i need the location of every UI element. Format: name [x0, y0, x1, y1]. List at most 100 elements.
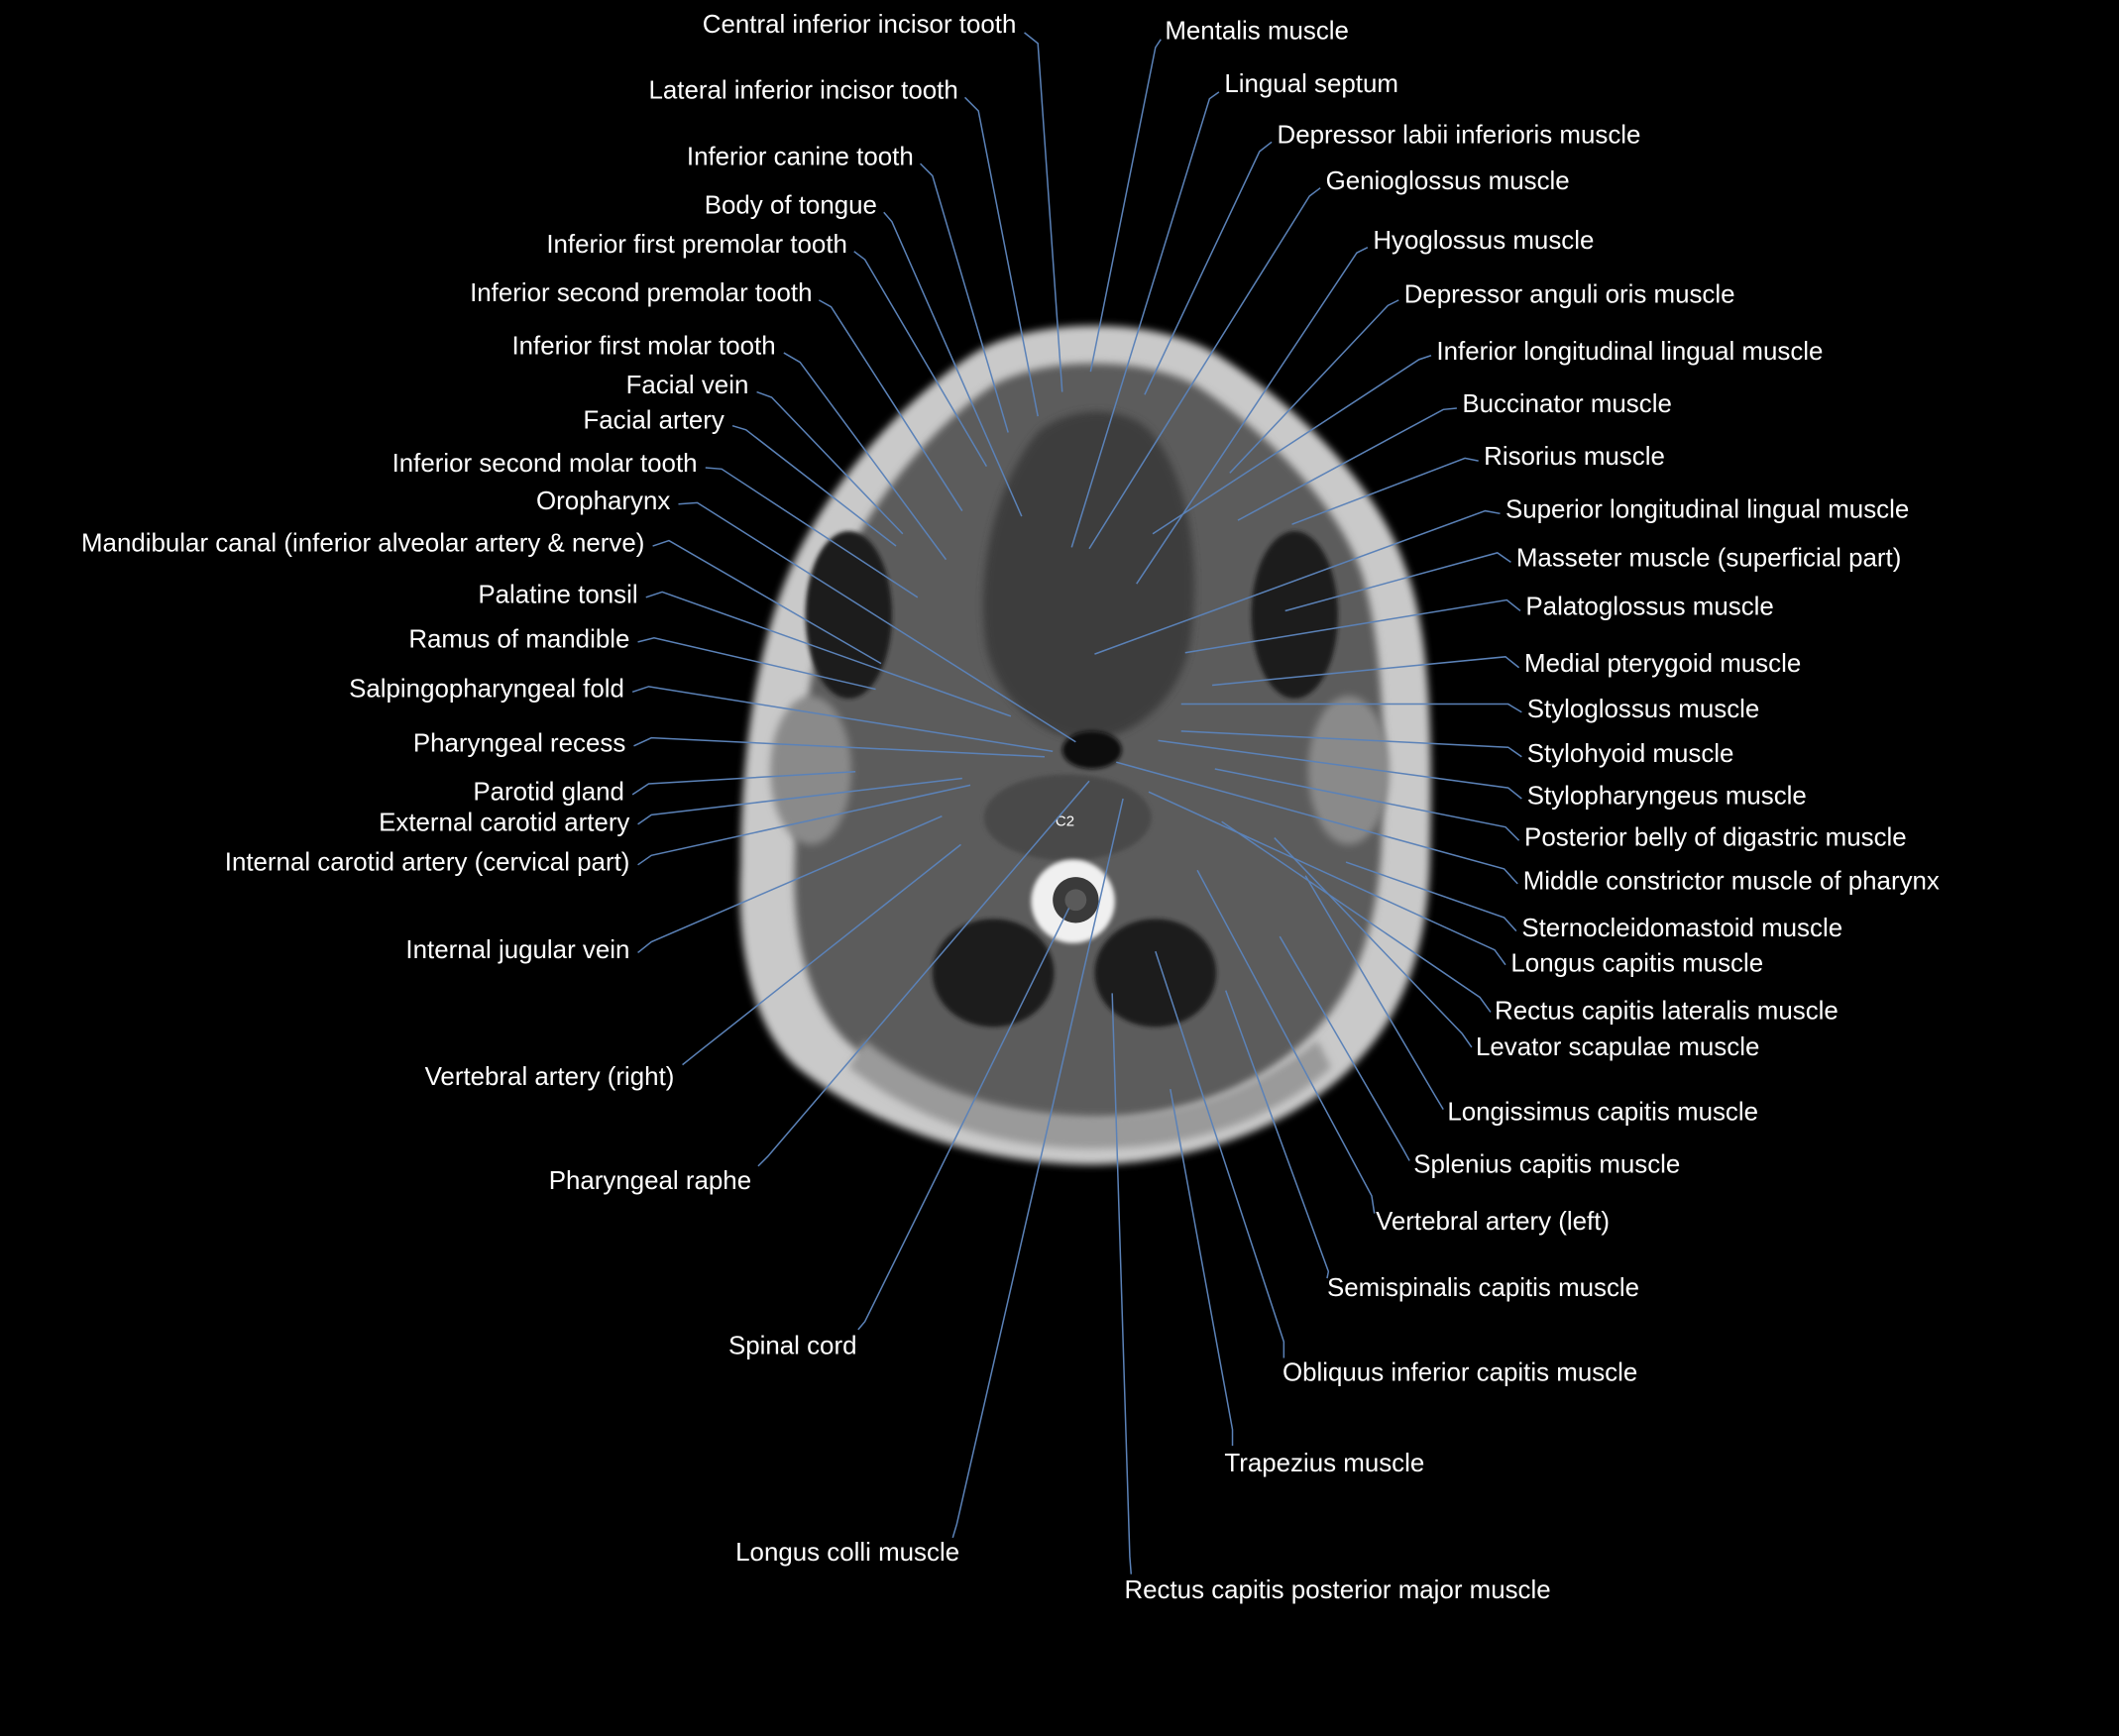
leader-line-internal-jugular-vein — [637, 815, 943, 954]
leader-line-styloglossus-muscle — [1180, 703, 1522, 713]
leader-line-vertebral-artery-left — [1196, 869, 1376, 1214]
leader-line-lateral-inferior-incisor-tooth — [964, 96, 1039, 417]
label-genioglossus-muscle: Genioglossus muscle — [1326, 167, 1570, 195]
right-posterior-muscles — [1094, 919, 1217, 1028]
right-parotid-region — [1307, 696, 1390, 845]
leader-line-trapezius-muscle — [1170, 1089, 1234, 1447]
leader-line-central-inferior-incisor-tooth — [1024, 32, 1063, 392]
left-masseter-region — [805, 531, 892, 700]
leader-line-splenius-capitis-muscle — [1279, 935, 1410, 1161]
label-depressor-labii-inferioris-muscle: Depressor labii inferioris muscle — [1278, 122, 1641, 150]
label-palatoglossus-muscle: Palatoglossus muscle — [1525, 594, 1773, 621]
left-parotid-region — [770, 696, 852, 845]
leader-line-obliquus-inferior-capitis-muscle — [1155, 950, 1285, 1358]
leader-line-body-of-tongue — [883, 211, 1023, 517]
leader-line-rectus-capitis-posterior-major-muscle — [1111, 993, 1133, 1574]
label-inferior-canine-tooth: Inferior canine tooth — [687, 144, 914, 171]
leader-line-semispinalis-capitis-muscle — [1225, 990, 1330, 1279]
leader-line-hyoglossus-muscle — [1136, 247, 1369, 585]
label-trapezius-muscle: Trapezius muscle — [1224, 1450, 1424, 1477]
leader-line-genioglossus-muscle — [1088, 187, 1321, 550]
leader-line-inferior-first-molar-tooth — [783, 352, 948, 561]
label-longus-capitis-muscle: Longus capitis muscle — [1510, 950, 1763, 978]
leader-line-inferior-canine-tooth — [920, 163, 1009, 433]
label-facial-vein: Facial vein — [626, 372, 749, 399]
label-hyoglossus-muscle: Hyoglossus muscle — [1373, 227, 1594, 255]
leader-line-facial-artery — [731, 424, 897, 547]
leader-line-mentalis-muscle — [1089, 39, 1162, 373]
leader-line-inferior-second-premolar-tooth — [818, 299, 963, 511]
leader-line-levator-scapulae-muscle — [1274, 837, 1473, 1048]
label-obliquus-inferior-capitis-muscle: Obliquus inferior capitis muscle — [1283, 1359, 1637, 1387]
leader-line-pharyngeal-raphe — [757, 780, 1090, 1167]
leader-line-oropharynx — [678, 501, 1076, 743]
label-internal-carotid-artery-cervical-part: Internal carotid artery (cervical part) — [225, 848, 630, 876]
label-external-carotid-artery: External carotid artery — [379, 810, 629, 837]
label-oropharynx: Oropharynx — [536, 488, 670, 515]
label-vertebral-artery-left: Vertebral artery (left) — [1376, 1208, 1610, 1236]
leader-line-depressor-labii-inferioris-muscle — [1144, 141, 1273, 395]
leader-line-parotid-gland — [631, 770, 856, 796]
label-levator-scapulae-muscle: Levator scapulae muscle — [1476, 1033, 1759, 1061]
leader-line-salpingopharyngeal-fold — [631, 686, 1054, 753]
label-facial-artery: Facial artery — [583, 406, 724, 434]
leader-line-stylopharyngeus-muscle — [1158, 739, 1522, 800]
leader-line-superior-longitudinal-lingual-muscle — [1094, 509, 1501, 655]
label-posterior-belly-of-digastric-muscle: Posterior belly of digastric muscle — [1524, 824, 1907, 852]
leader-line-ramus-of-mandible — [637, 636, 876, 691]
leader-line-depressor-anguli-oris-muscle — [1229, 299, 1399, 474]
label-vertebral-artery-right: Vertebral artery (right) — [425, 1063, 675, 1091]
label-sternocleidomastoid-muscle: Sternocleidomastoid muscle — [1521, 915, 1842, 942]
label-inferior-first-molar-tooth: Inferior first molar tooth — [511, 332, 775, 360]
leader-line-inferior-second-molar-tooth — [705, 467, 919, 598]
label-longissimus-capitis-muscle: Longissimus capitis muscle — [1447, 1099, 1758, 1127]
leader-line-lingual-septum — [1070, 91, 1220, 548]
leader-line-longus-colli-muscle — [951, 798, 1124, 1539]
leader-lines — [631, 32, 1522, 1574]
leader-line-external-carotid-artery — [637, 777, 962, 825]
leader-line-stylohyoid-muscle — [1180, 730, 1522, 758]
tongue-region — [982, 411, 1195, 741]
leader-line-buccinator-muscle — [1237, 407, 1457, 521]
leader-line-internal-carotid-artery-cervical-part — [637, 784, 971, 866]
label-inferior-longitudinal-lingual-muscle: Inferior longitudinal lingual muscle — [1436, 338, 1823, 366]
label-medial-pterygoid-muscle: Medial pterygoid muscle — [1524, 650, 1801, 678]
leader-line-posterior-belly-of-digastric-muscle — [1214, 768, 1520, 841]
label-mandibular-canal-inferior-alveolar-artery-nerve: Mandibular canal (inferior alveolar arte… — [81, 529, 644, 557]
label-risorius-muscle: Risorius muscle — [1484, 443, 1665, 471]
label-rectus-capitis-posterior-major-muscle: Rectus capitis posterior major muscle — [1124, 1576, 1550, 1604]
leader-line-risorius-muscle — [1291, 457, 1479, 525]
leader-line-sternocleidomastoid-muscle — [1345, 861, 1517, 932]
label-spinal-cord: Spinal cord — [728, 1332, 857, 1359]
leader-line-longissimus-capitis-muscle — [1304, 875, 1444, 1111]
vertebral-level-marker: C2 — [1056, 813, 1074, 829]
label-buccinator-muscle: Buccinator muscle — [1462, 390, 1672, 418]
leader-line-pharyngeal-recess — [633, 736, 1046, 758]
label-depressor-anguli-oris-muscle: Depressor anguli oris muscle — [1404, 281, 1735, 309]
label-lingual-septum: Lingual septum — [1224, 70, 1398, 98]
leader-line-mandibular-canal-inferior-alveolar-artery-nerve — [652, 539, 882, 665]
leader-line-masseter-muscle-superficial-part — [1284, 552, 1511, 612]
label-rectus-capitis-lateralis-muscle: Rectus capitis lateralis muscle — [1495, 997, 1839, 1025]
label-body-of-tongue: Body of tongue — [705, 192, 877, 220]
label-inferior-first-premolar-tooth: Inferior first premolar tooth — [546, 231, 847, 259]
spinal-cord-center — [1064, 889, 1087, 912]
label-parotid-gland: Parotid gland — [473, 778, 624, 806]
leader-line-spinal-cord — [857, 908, 1070, 1331]
label-longus-colli-muscle: Longus colli muscle — [735, 1539, 959, 1567]
label-inferior-second-molar-tooth: Inferior second molar tooth — [392, 450, 698, 478]
leader-line-inferior-longitudinal-lingual-muscle — [1152, 355, 1432, 535]
label-semispinalis-capitis-muscle: Semispinalis capitis muscle — [1327, 1274, 1639, 1302]
label-pharyngeal-recess: Pharyngeal recess — [413, 729, 625, 757]
leader-line-vertebral-artery-right — [682, 843, 961, 1066]
leader-line-palatoglossus-muscle — [1184, 598, 1521, 654]
label-central-inferior-incisor-tooth: Central inferior incisor tooth — [703, 11, 1017, 39]
leader-line-inferior-first-premolar-tooth — [853, 251, 988, 467]
label-splenius-capitis-muscle: Splenius capitis muscle — [1413, 1151, 1680, 1179]
leader-line-middle-constrictor-muscle-of-pharynx — [1116, 761, 1518, 885]
leader-line-medial-pterygoid-muscle — [1212, 656, 1520, 687]
label-lateral-inferior-incisor-tooth: Lateral inferior incisor tooth — [648, 77, 957, 105]
label-salpingopharyngeal-fold: Salpingopharyngeal fold — [349, 676, 624, 704]
left-posterior-muscles — [932, 919, 1055, 1028]
